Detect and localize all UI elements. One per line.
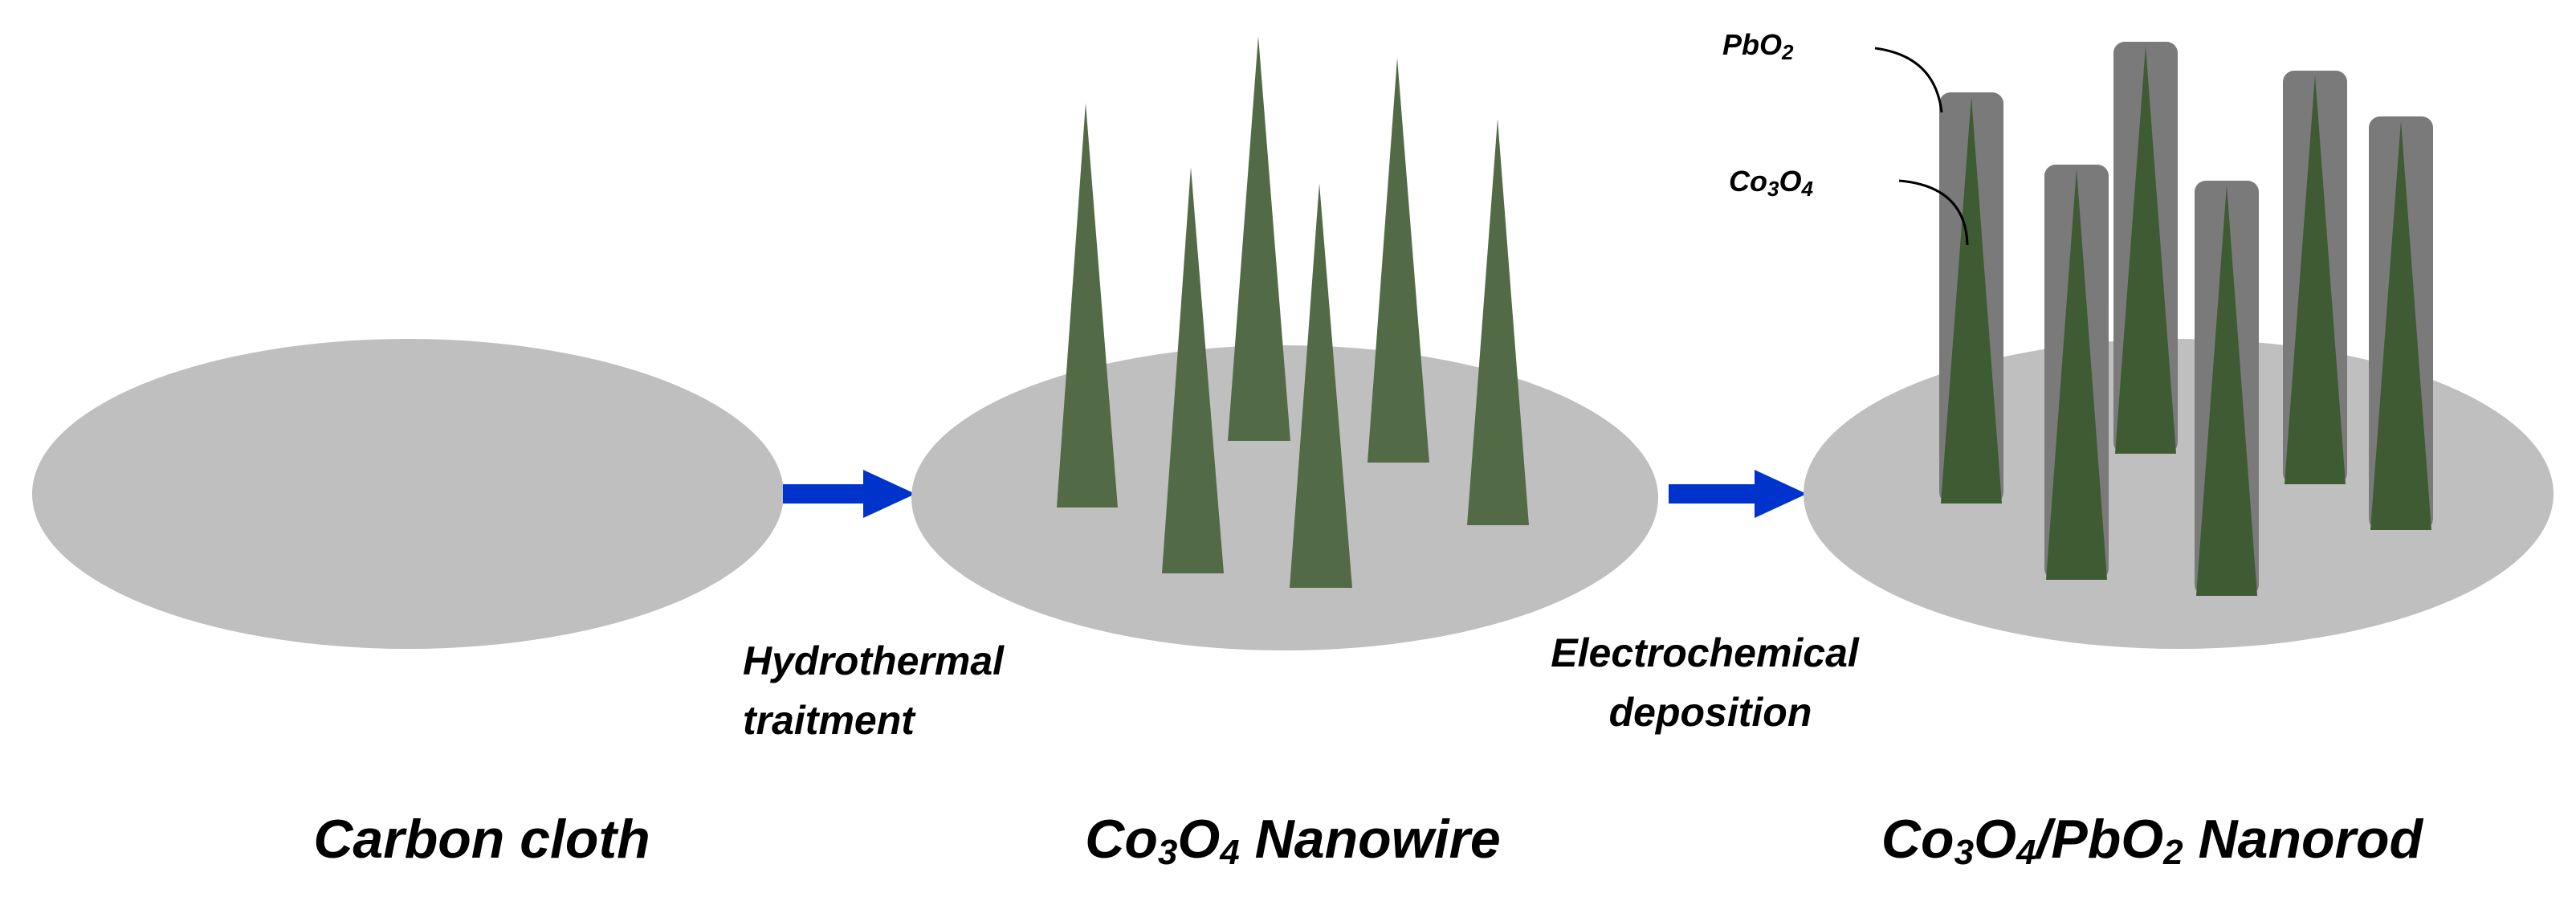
nanorod-substrate xyxy=(1804,339,2554,649)
co3o4-pbo2-nanorod-label: Co3O4/PbO2 Nanorod xyxy=(1881,809,2424,872)
nanowire xyxy=(1290,183,1352,588)
co3o4-leader-line xyxy=(1898,179,1969,246)
nanorod xyxy=(1939,92,2003,504)
nanowire xyxy=(1467,119,1529,525)
pbo2-leader-line xyxy=(1874,47,1943,113)
electrochemical-step-label: Electrochemical deposition xyxy=(1551,630,1869,735)
carbon-cloth-label: Carbon cloth xyxy=(313,809,650,870)
process-arrow-2 xyxy=(1669,470,1807,518)
nanowire xyxy=(1057,103,1118,508)
nanowire xyxy=(1367,58,1429,463)
hydrothermal-step-label: Hydrothermal traitment xyxy=(743,638,1015,743)
pbo2-callout-label: PbO2 xyxy=(1722,28,1794,64)
nanowire xyxy=(1162,167,1224,573)
nanorod-group xyxy=(1939,42,2433,596)
co3o4-nanowire-label: Co3O4 Nanowire xyxy=(1085,809,1501,872)
nanowire xyxy=(1228,36,1290,441)
nanowire-group xyxy=(1057,36,1529,588)
nanorod xyxy=(2044,165,2109,580)
co3o4-callout-label: Co3O4 xyxy=(1729,165,1813,201)
nanorod xyxy=(2283,71,2347,484)
carbon-cloth-substrate xyxy=(32,339,784,649)
nanorod xyxy=(2113,42,2178,454)
nanorod xyxy=(2369,116,2433,530)
process-arrow-1 xyxy=(783,470,915,518)
nanorod xyxy=(2195,181,2259,596)
